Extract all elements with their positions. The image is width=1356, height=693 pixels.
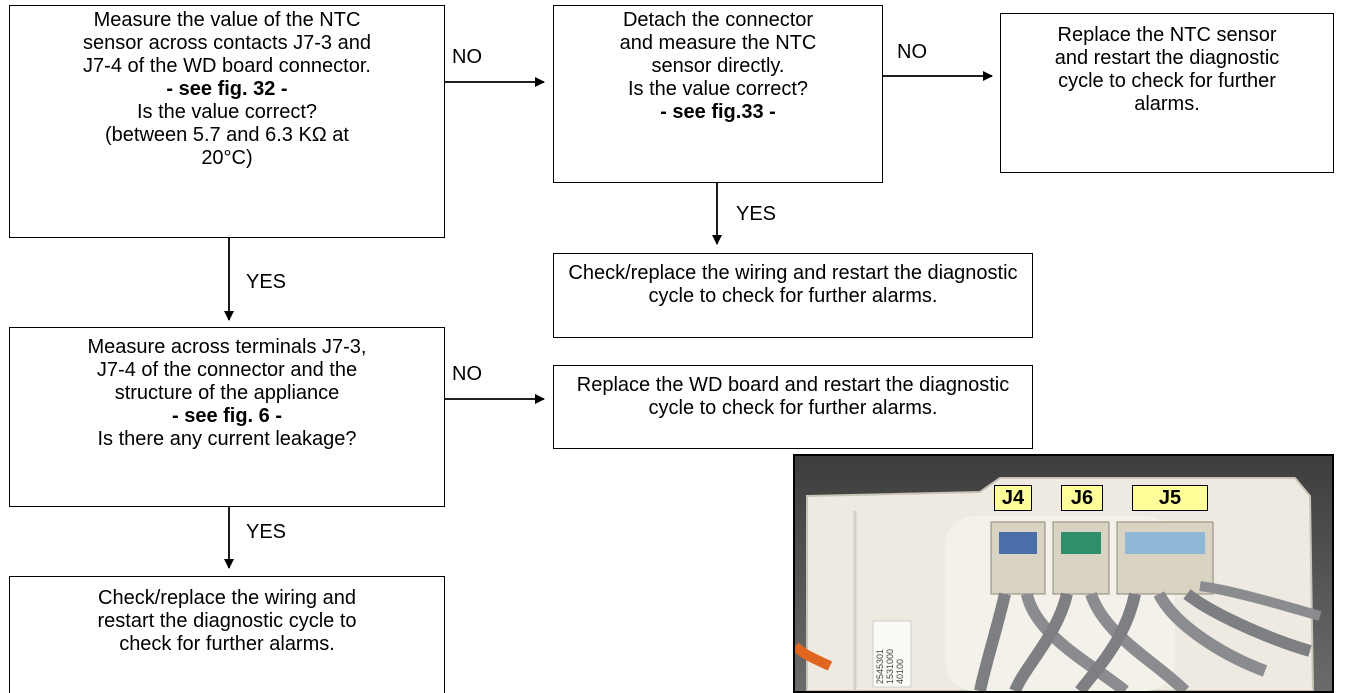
box5-line: J7-4 of the connector and the <box>96 359 358 381</box>
box6-line: Replace the WD board and restart the dia… <box>576 374 1010 396</box>
box1-line: 20°C) <box>201 147 253 169</box>
box1-line: Measure the value of the NTC <box>93 9 361 31</box>
board-photo-drawing: 2545301 1531000 40100 <box>795 456 1332 691</box>
box1-line: J7-4 of the WD board connector. <box>83 55 371 77</box>
box5-figure-ref: - see fig. 6 - <box>171 405 283 427</box>
label-no-2: NO <box>897 41 927 63</box>
label-yes-1: YES <box>736 203 777 225</box>
step-replace-wd-board: Replace the WD board and restart the dia… <box>553 365 1033 449</box>
step-check-wiring-bottom: Check/replace the wiring and restart the… <box>9 576 445 693</box>
step-replace-ntc-sensor: Replace the NTC sensor and restart the d… <box>1000 13 1334 173</box>
board-connector-photo: 2545301 1531000 40100 J4 J6 J5 <box>793 454 1334 693</box>
box2-line: Is the value correct? <box>627 78 809 100</box>
box3-line: cycle to check for further <box>1058 70 1276 92</box>
box5-line: structure of the appliance <box>114 382 340 404</box>
label-yes-3: YES <box>246 521 287 543</box>
sticker-code-1: 2545301 <box>875 649 885 684</box>
connector-label-j4: J4 <box>994 485 1032 511</box>
box2-figure-ref: - see fig.33 - <box>660 101 776 123</box>
label-no-3: NO <box>452 363 482 385</box>
connector-label-j6: J6 <box>1061 485 1103 511</box>
box5-line: Measure across terminals J7-3, <box>87 336 367 358</box>
box6-line: cycle to check for further alarms. <box>648 397 938 419</box>
label-yes-2: YES <box>246 271 287 293</box>
step-detach-connector: Detach the connector and measure the NTC… <box>553 5 883 183</box>
box3-line: alarms. <box>1134 93 1200 115</box>
label-no-1: NO <box>452 46 482 68</box>
box3-line: Replace the NTC sensor <box>1057 24 1277 46</box>
box7-line: restart the diagnostic cycle to <box>97 610 357 632</box>
box7-line: check for further alarms. <box>119 633 335 655</box>
box5-line: Is there any current leakage? <box>97 428 357 450</box>
step-measure-ntc-contacts: Measure the value of the NTC sensor acro… <box>9 5 445 238</box>
box2-line: Detach the connector <box>622 9 814 31</box>
box4-line: Check/replace the wiring and restart the… <box>568 262 1018 284</box>
sticker-code-2: 1531000 <box>885 649 895 684</box>
step-measure-leakage: Measure across terminals J7-3, J7-4 of t… <box>9 327 445 507</box>
box1-line: (between 5.7 and 6.3 KΩ at <box>104 124 349 146</box>
box1-line: Is the value correct? <box>136 101 318 123</box>
box1-line: sensor across contacts J7-3 and <box>83 32 371 54</box>
sticker-code-3: 40100 <box>895 659 905 684</box>
box2-line: sensor directly. <box>651 55 785 77</box>
box7-line: Check/replace the wiring and <box>98 587 356 609</box>
box1-figure-ref: - see fig. 32 - <box>166 78 288 100</box>
box3-line: and restart the diagnostic <box>1054 47 1280 69</box>
step-check-wiring-top: Check/replace the wiring and restart the… <box>553 253 1033 338</box>
box4-line: cycle to check for further alarms. <box>648 285 938 307</box>
box2-line: and measure the NTC <box>619 32 817 54</box>
connector-label-j5: J5 <box>1132 485 1208 511</box>
